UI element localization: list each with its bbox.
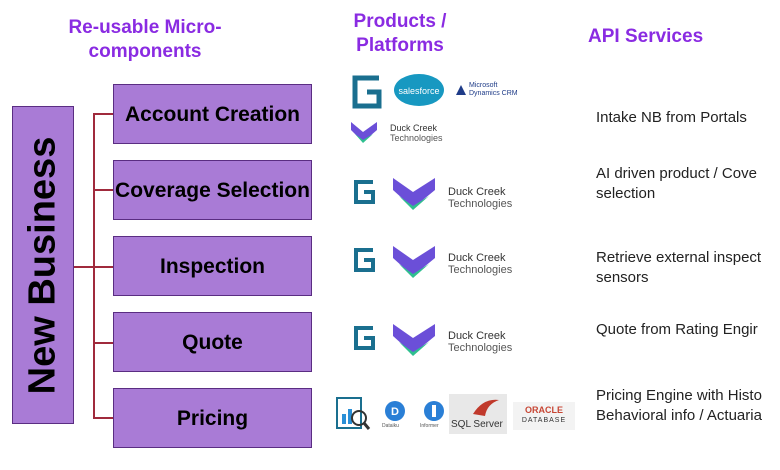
guidewire-logo-icon (354, 248, 375, 272)
salesforce-logo-icon: salesforce (394, 74, 444, 106)
service-coverage: AI driven product / Cove selection (596, 164, 780, 204)
microsoft-dynamics-icon (456, 85, 466, 95)
service-pricing: Pricing Engine with Histo Behavioral inf… (596, 386, 780, 426)
sql-server-logo: SQL Server (449, 394, 507, 434)
microsoft-dynamics-text: Microsoft Dynamics CRM (469, 82, 518, 98)
service-line: Quote from Rating Engir (596, 321, 758, 338)
components-header: Re-usable Micro-components (68, 17, 222, 62)
guidewire-logo-icon (354, 180, 375, 204)
component-quote: Quote (113, 312, 312, 372)
connector-branch (93, 342, 113, 344)
api-services-header: API Services (588, 26, 704, 47)
duck-creek-name: Duck Creek (448, 330, 506, 342)
dataiku-icon: D (385, 401, 405, 421)
component-pricing: Pricing (113, 388, 312, 448)
duck-creek-text: Duck Creek Technologies (448, 330, 512, 354)
sql-server-text: SQL Server (451, 419, 503, 430)
service-line: Retrieve external inspect (596, 249, 762, 266)
oracle-text: ORACLE (525, 405, 563, 415)
component-coverage-selection: Coverage Selection (113, 160, 312, 220)
connector-trunk-horizontal (74, 266, 94, 268)
salesforce-logo-text: salesforce (398, 86, 439, 96)
duck-creek-name: Duck Creek (390, 123, 438, 133)
informer-label: Informer (420, 423, 439, 429)
service-line: Pricing Engine with Histo (596, 387, 762, 404)
duck-creek-logo-icon (351, 122, 377, 143)
connector-branch (93, 266, 113, 268)
duck-creek-sub: Technologies (390, 133, 443, 143)
platforms-row-account: salesforce Microsoft Dynamics CRM Duck C… (335, 68, 580, 148)
component-account-creation: Account Creation (113, 84, 312, 144)
platforms-row-pricing: D Dataiku Informer SQL Server ORACLE DAT… (335, 390, 580, 440)
connector-branch (93, 189, 113, 191)
platforms-row-inspection: Duck Creek Technologies (335, 238, 580, 298)
analytics-report-icon (336, 397, 371, 430)
informer-icon (424, 401, 444, 421)
duck-creek-logo-icon (393, 324, 435, 356)
guidewire-logo-icon (352, 75, 382, 109)
svg-text:D: D (391, 406, 399, 418)
duck-creek-text: Duck Creek Technologies (390, 123, 443, 143)
connector-branch (93, 417, 113, 419)
service-line: sensors (596, 269, 649, 286)
new-business-label: New Business (21, 136, 64, 394)
service-quote: Quote from Rating Engir (596, 320, 780, 340)
sql-server-icon (473, 399, 499, 416)
dataiku-label: Dataiku (382, 423, 399, 429)
duck-creek-name: Duck Creek (448, 252, 506, 264)
duck-creek-text: Duck Creek Technologies (448, 252, 512, 276)
platforms-row-quote: Duck Creek Technologies (335, 316, 580, 376)
service-line: AI driven product / Cove (596, 165, 757, 182)
duck-creek-text: Duck Creek Technologies (448, 186, 512, 210)
duck-creek-sub: Technologies (448, 264, 513, 276)
oracle-database-text: DATABASE (521, 417, 567, 424)
oracle-logo: ORACLE DATABASE (513, 402, 575, 430)
service-line: Intake NB from Portals (596, 109, 747, 126)
duck-creek-sub: Technologies (448, 198, 513, 210)
duck-creek-sub: Technologies (448, 342, 513, 354)
microsoft-line2: Dynamics CRM (469, 90, 518, 97)
platforms-row-coverage: Duck Creek Technologies (335, 170, 580, 230)
duck-creek-name: Duck Creek (448, 186, 506, 198)
duck-creek-logo-icon (393, 246, 435, 278)
new-business-box: New Business (12, 106, 74, 424)
guidewire-logo-icon (354, 326, 375, 350)
microsoft-line1: Microsoft (469, 82, 498, 89)
service-line: Behavioral info / Actuaria (596, 407, 762, 424)
service-inspection: Retrieve external inspect sensors (596, 248, 780, 288)
duck-creek-logo-icon (393, 178, 435, 210)
service-line: selection (596, 185, 656, 202)
connector-branch (93, 113, 113, 115)
connector-spine (93, 113, 95, 418)
service-intake: Intake NB from Portals (596, 108, 780, 128)
products-header: Products / Platforms (353, 11, 447, 56)
component-inspection: Inspection (113, 236, 312, 296)
